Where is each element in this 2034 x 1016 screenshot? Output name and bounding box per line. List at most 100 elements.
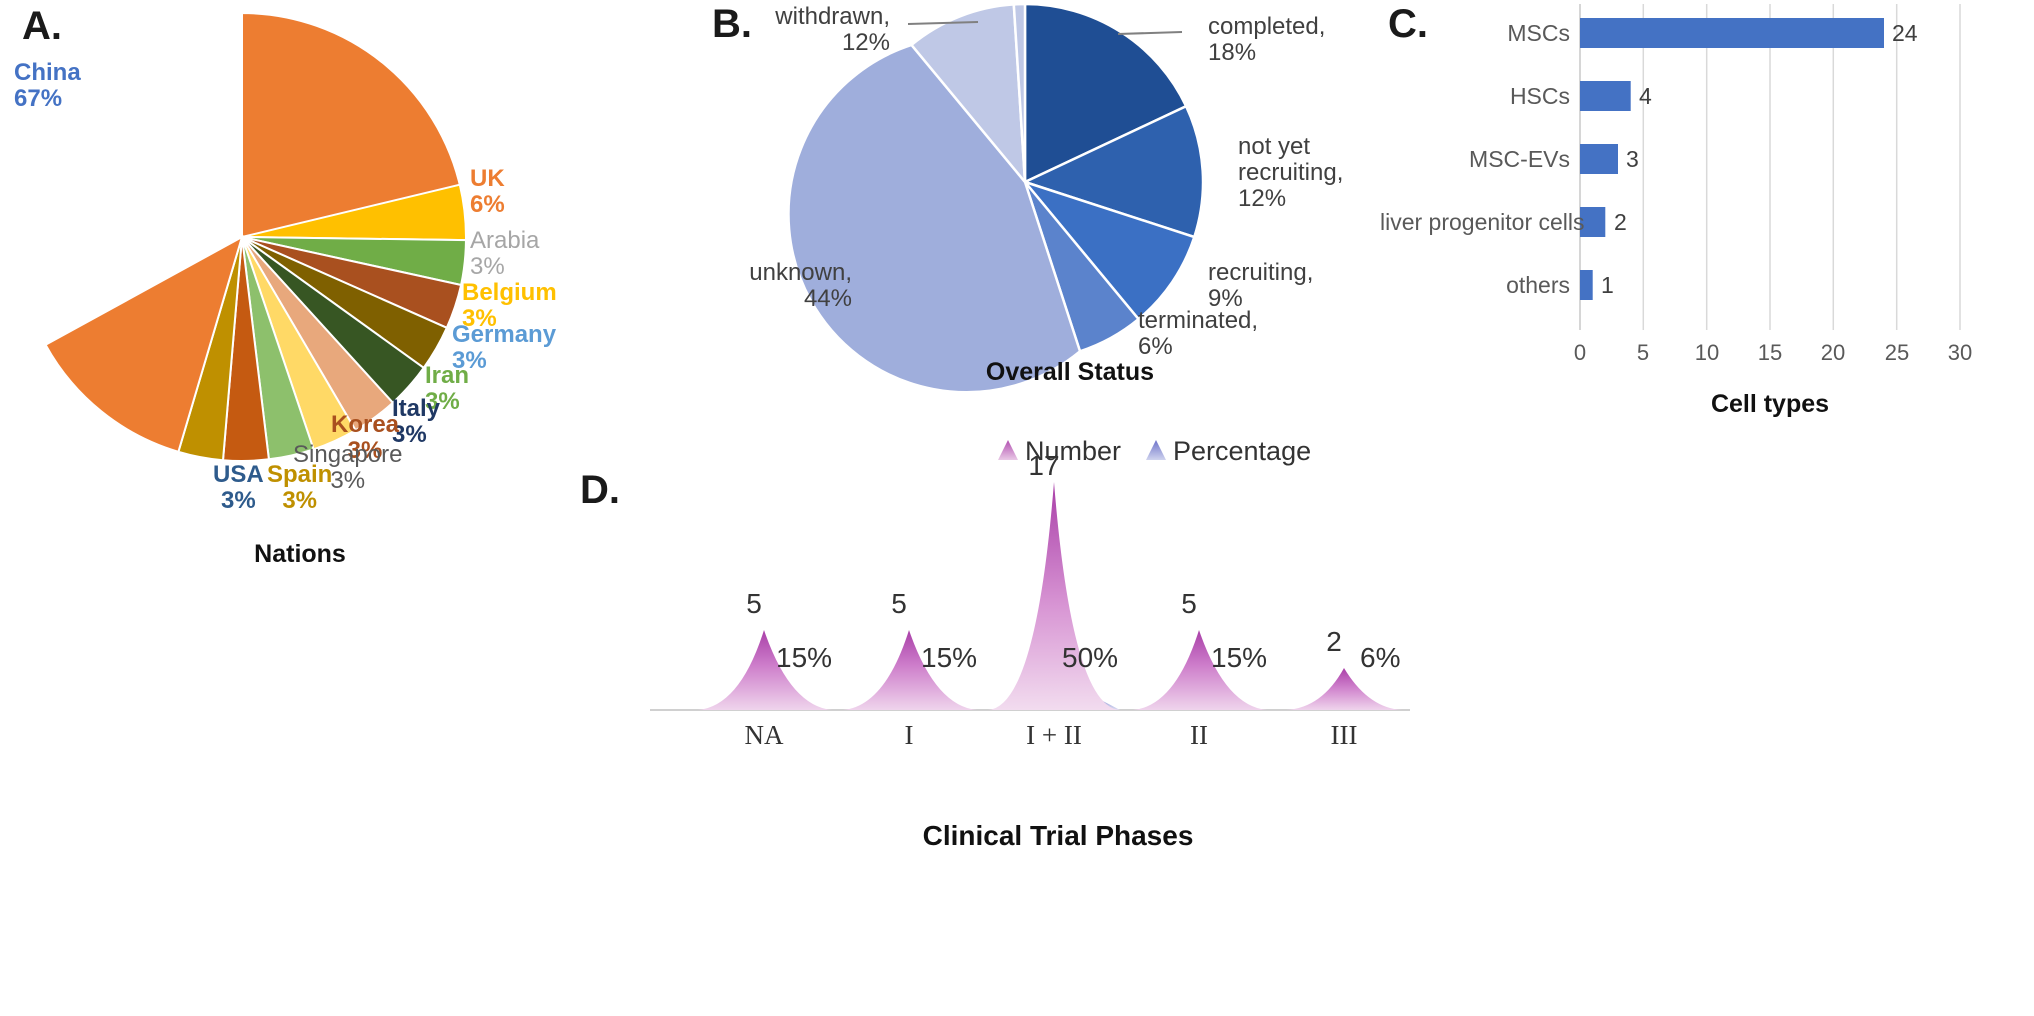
pie-label-iran: Iran 3% bbox=[425, 363, 469, 415]
pie-label-belgium: Belgium 3% bbox=[462, 280, 557, 332]
panel-d-xlabel: Clinical Trial Phases bbox=[922, 820, 1194, 851]
panel-a-nations: A. Chin bbox=[0, 0, 700, 600]
pie-label-uk-value: 6% bbox=[470, 190, 505, 218]
pie-label-italy-value: 3% bbox=[392, 420, 427, 448]
pie-label-arabia-value: 3% bbox=[470, 252, 505, 280]
pie-label-spain-value: 3% bbox=[282, 486, 318, 514]
peak-value-number-i-ii: 17 bbox=[1028, 450, 1060, 481]
pie-label-china-name: China bbox=[14, 59, 81, 86]
peak-value-number-iii: 2 bbox=[1326, 626, 1342, 657]
bar-category-msc-evs: MSC-EVs bbox=[1469, 146, 1570, 172]
pie-label-iran-value: 3% bbox=[425, 387, 460, 415]
xtick-25: 25 bbox=[1884, 340, 1910, 365]
pie-label-usa: USA 3% bbox=[213, 462, 264, 514]
leader-line-withdrawn bbox=[907, 21, 979, 25]
xtick-10: 10 bbox=[1694, 340, 1720, 365]
pie-label-italy-name: Italy bbox=[392, 395, 441, 422]
pie-slice-recruiting bbox=[1021, 179, 1196, 321]
panel-c-bar-svg bbox=[1579, 4, 1961, 330]
pie-label-singapore: Singapore 3% bbox=[293, 442, 402, 494]
peak-category-ii: II bbox=[1190, 720, 1208, 750]
peak-number-ii bbox=[1133, 630, 1267, 710]
xtick-30: 30 bbox=[1947, 340, 1973, 365]
bar-category-hscs: HSCs bbox=[1509, 83, 1570, 109]
peak-value-number-ii: 5 bbox=[1181, 588, 1197, 619]
panel-b-pie-svg bbox=[787, 2, 1205, 394]
panel-b-letter: B. bbox=[712, 2, 752, 46]
xtick-15: 15 bbox=[1757, 340, 1783, 365]
bar-others bbox=[1580, 270, 1593, 300]
peak-value-percentage-i: 15% bbox=[921, 642, 978, 673]
pie-slice-withdrawn bbox=[909, 3, 1027, 186]
panel-b-title: Overall Status bbox=[985, 358, 1155, 386]
pie-label-withdrawn: withdrawn,12% bbox=[775, 3, 890, 56]
peak-category-i-ii: I + II bbox=[1026, 720, 1082, 750]
xtick-5: 5 bbox=[1636, 340, 1650, 365]
bar-value-others: 1 bbox=[1601, 272, 1614, 298]
pie-label-usa-name: USA bbox=[213, 461, 264, 488]
bar-value-liver-progenitor-cells: 2 bbox=[1614, 209, 1627, 235]
panel-d-letter: D. bbox=[580, 468, 620, 512]
pie-label-iran-name: Iran bbox=[425, 362, 470, 389]
pie-label-unknown: unknown,44% bbox=[749, 259, 852, 312]
pie-label-completed: completed,18% bbox=[1208, 13, 1326, 66]
peak-value-percentage-ii: 15% bbox=[1211, 642, 1268, 673]
peak-value-percentage-iii: 6% bbox=[1360, 642, 1401, 673]
peak-category-iii: III bbox=[1330, 720, 1358, 750]
bar-msc-evs bbox=[1580, 144, 1618, 174]
bar-category-liver-progenitor-cells: liver progenitor cells bbox=[1380, 209, 1585, 235]
pie-slice-not-yet-recruiting bbox=[1021, 104, 1205, 239]
legend-marker-percentage bbox=[1146, 440, 1166, 460]
panel-d-clinical-trial-phases: D. Number Percentage bbox=[580, 430, 1600, 1016]
peak-category-i: I bbox=[904, 720, 914, 750]
pie-label-usa-value: 3% bbox=[220, 486, 256, 514]
pie-slice-unknown bbox=[787, 43, 1082, 394]
peak-value-percentage-i-ii: 50% bbox=[1062, 642, 1119, 673]
peak-category-na: NA bbox=[744, 720, 784, 750]
pie-label-spain: Spain 3% bbox=[267, 462, 332, 514]
pie-label-terminated: terminated,6% bbox=[1138, 307, 1259, 360]
peak-number-i bbox=[843, 630, 977, 710]
pie-label-germany-name: Germany bbox=[452, 321, 557, 348]
pie-label-china: China 67% bbox=[14, 60, 81, 112]
pie-slice-completed bbox=[1023, 2, 1188, 184]
leader-line-completed bbox=[1117, 31, 1183, 35]
pie-label-china-value: 67% bbox=[14, 84, 63, 112]
panel-c-letter: C. bbox=[1388, 2, 1428, 46]
peak-value-number-na: 5 bbox=[746, 588, 762, 619]
pie-label-germany-value: 3% bbox=[452, 346, 487, 374]
pie-label-korea-name: Korea bbox=[331, 411, 400, 438]
pie-slice-gap bbox=[44, 234, 244, 454]
panel-c-xlabel: Cell types bbox=[1710, 390, 1830, 418]
bar-hscs bbox=[1580, 81, 1631, 111]
pie-label-arabia-name: Arabia bbox=[470, 227, 540, 254]
bar-category-mscs: MSCs bbox=[1507, 20, 1570, 46]
pie-label-arabia: Arabia 3% bbox=[470, 228, 539, 280]
legend-label-number: Number bbox=[1025, 436, 1122, 466]
legend-label-percentage: Percentage bbox=[1173, 436, 1312, 466]
bar-value-msc-evs: 3 bbox=[1626, 146, 1639, 172]
bar-value-hscs: 4 bbox=[1639, 83, 1652, 109]
panel-c-cell-types: C. MSCs HSCs MSC-EVs liver progenitor ce… bbox=[1380, 0, 2034, 418]
pie-label-belgium-value: 3% bbox=[462, 304, 497, 332]
pie-label-korea-value: 3% bbox=[347, 436, 383, 464]
panel-a-letter: A. bbox=[22, 4, 62, 48]
peak-number-iii bbox=[1286, 668, 1402, 710]
panel-a-pie-svg bbox=[44, 11, 467, 462]
peak-number-i-ii bbox=[988, 482, 1120, 710]
pie-label-spain-name: Spain bbox=[267, 461, 333, 488]
pie-label-recruiting: recruiting,9% bbox=[1208, 259, 1314, 312]
bar-category-others: others bbox=[1506, 272, 1570, 298]
legend-marker-number bbox=[998, 440, 1018, 460]
peak-value-number-i: 5 bbox=[891, 588, 907, 619]
pie-label-italy: Italy 3% bbox=[392, 396, 440, 448]
bar-mscs bbox=[1580, 18, 1884, 48]
pie-label-singapore-name: Singapore bbox=[293, 441, 403, 468]
pie-label-singapore-value: 3% bbox=[330, 466, 366, 494]
panel-d-peaks-svg bbox=[650, 482, 1410, 711]
pie-label-germany: Germany 3% bbox=[452, 322, 556, 374]
bar-liver-progenitor-cells bbox=[1580, 207, 1606, 237]
peak-value-percentage-na: 15% bbox=[776, 642, 833, 673]
